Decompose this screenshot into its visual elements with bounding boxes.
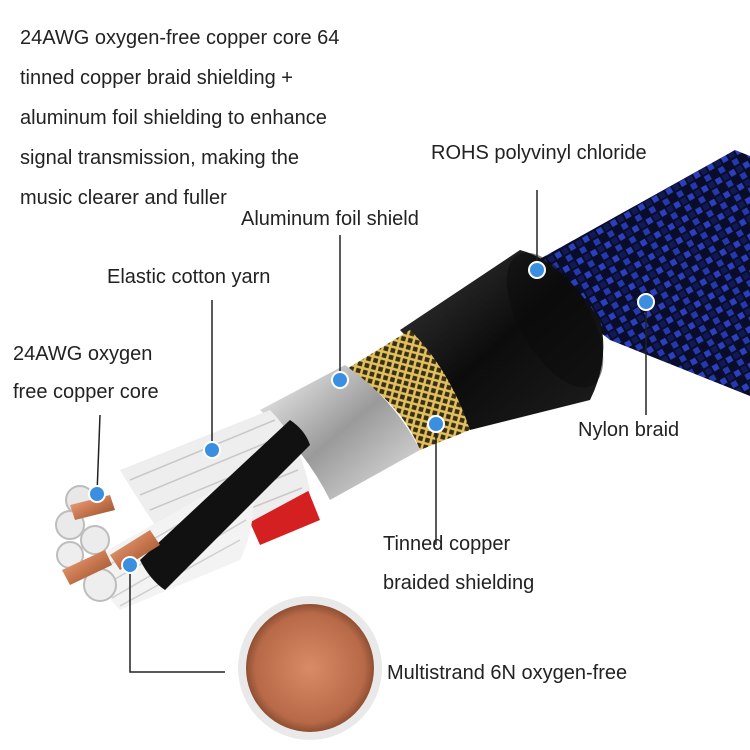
label-tinned-line2: braided shielding: [383, 572, 535, 594]
intro-line-3: aluminum foil shielding to enhance: [20, 107, 327, 129]
marker-tinned-braid: [427, 415, 445, 433]
label-tinned-line1: Tinned copper: [383, 533, 511, 555]
intro-line-4: signal transmission, making the: [20, 147, 300, 169]
marker-rohs: [528, 261, 546, 279]
pvc-jacket-band: [400, 250, 604, 430]
intro-description: 24AWG oxygen-free copper core 64 tinned …: [20, 18, 400, 218]
marker-copper-core: [88, 485, 106, 503]
marker-aluminum-foil: [331, 371, 349, 389]
leader-lines: [96, 190, 647, 673]
label-copper-core-line2: free copper core: [13, 381, 159, 403]
label-cotton-yarn: Elastic cotton yarn: [107, 266, 271, 288]
intro-line-1: 24AWG oxygen-free copper core 64: [20, 27, 340, 49]
intro-line-2: tinned copper braid shielding +: [20, 67, 293, 89]
label-nylon-braid: Nylon braid: [578, 419, 680, 441]
label-aluminum-foil: Aluminum foil shield: [241, 208, 419, 230]
marker-multistrand: [121, 556, 139, 574]
copper-disc: [238, 596, 382, 740]
marker-dots: [88, 261, 655, 574]
conductor-ends: [55, 485, 160, 602]
black-insulated-conductor: [140, 420, 310, 590]
aluminum-foil-shield: [260, 365, 420, 500]
leader-multistrand: [129, 565, 225, 673]
nylon-braid-section: [520, 150, 750, 396]
label-copper-core-line1: 24AWG oxygen: [13, 343, 153, 365]
label-multistrand: Multistrand 6N oxygen-free: [387, 662, 628, 684]
marker-cotton-yarn: [203, 441, 221, 459]
leader-copper-core: [96, 414, 101, 495]
intro-line-5: music clearer and fuller: [20, 187, 227, 209]
marker-nylon-braid: [637, 293, 655, 311]
label-rohs: ROHS polyvinyl chloride: [431, 142, 647, 164]
